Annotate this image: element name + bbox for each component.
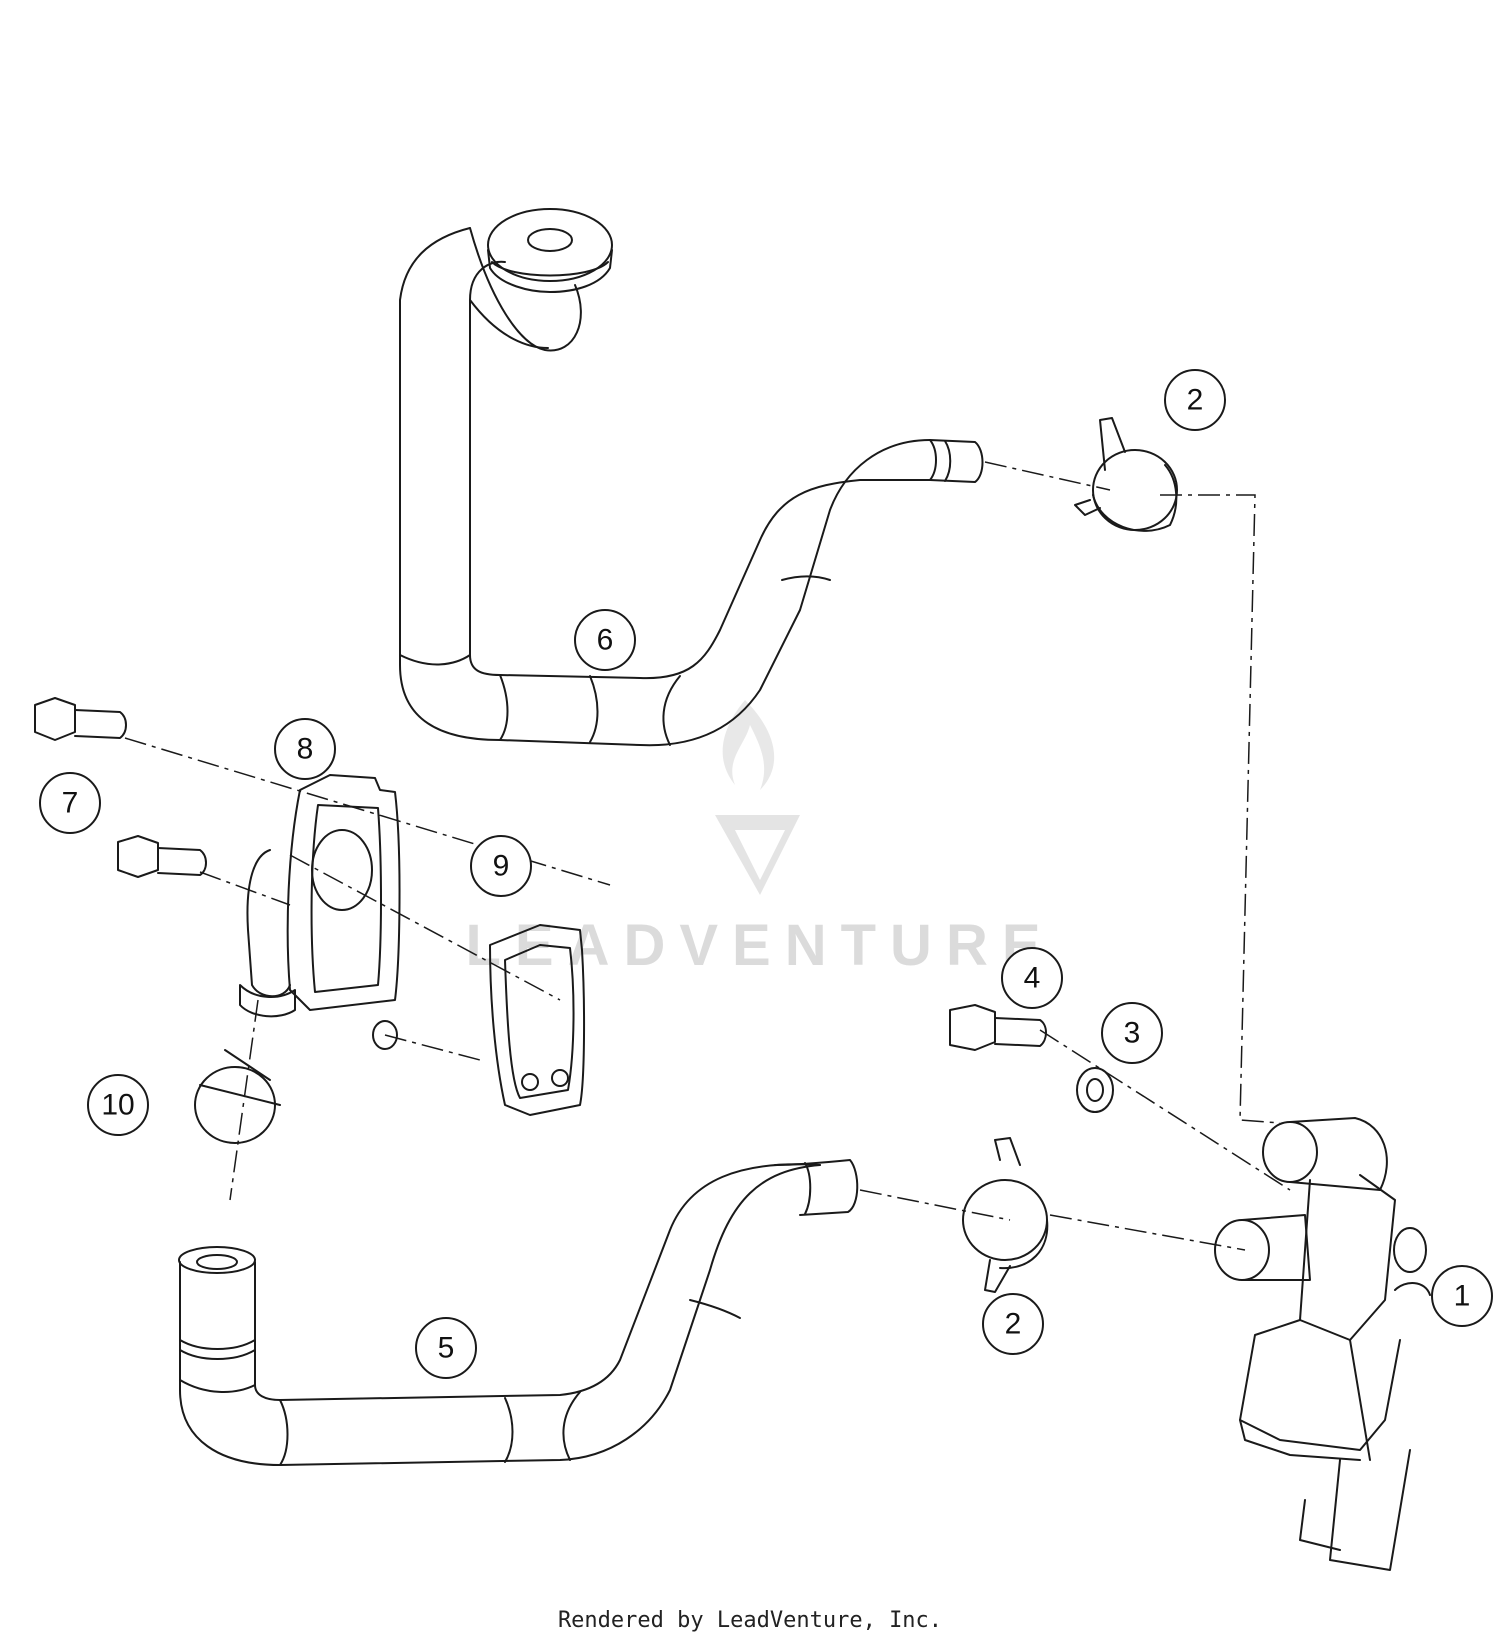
callout-2-top: 2 bbox=[1164, 369, 1226, 431]
reed-cover bbox=[489, 924, 586, 1116]
watermark-logo: LEADVENTURE bbox=[465, 700, 1054, 978]
callout-6: 6 bbox=[574, 609, 636, 671]
callout-6-label: 6 bbox=[597, 624, 614, 657]
callout-10-label: 10 bbox=[101, 1089, 134, 1122]
callout-3-label: 3 bbox=[1124, 1017, 1141, 1050]
left-bolts bbox=[34, 697, 207, 878]
callout-9-label: 9 bbox=[493, 850, 510, 883]
leader-lines bbox=[124, 461, 1291, 1251]
callout-1-label: 1 bbox=[1454, 1280, 1471, 1313]
callout-4: 4 bbox=[1001, 947, 1063, 1009]
callout-8-label: 8 bbox=[297, 733, 314, 766]
callout-2-bottom-label: 2 bbox=[1005, 1308, 1022, 1341]
upper-hose bbox=[399, 208, 984, 747]
callout-4-label: 4 bbox=[1024, 962, 1041, 995]
callout-5: 5 bbox=[415, 1317, 477, 1379]
top-clamp bbox=[1074, 417, 1178, 532]
air-valve bbox=[1214, 1117, 1431, 1571]
cable-tie bbox=[194, 1049, 281, 1144]
footer-credit: Rendered by LeadVenture, Inc. bbox=[557, 1608, 943, 1633]
callout-2-top-label: 2 bbox=[1187, 384, 1204, 417]
lower-hose bbox=[178, 1159, 859, 1466]
callout-8: 8 bbox=[274, 718, 336, 780]
watermark-text: LEADVENTURE bbox=[465, 913, 1054, 978]
reed-housing bbox=[239, 774, 401, 1050]
callout-10: 10 bbox=[87, 1074, 149, 1136]
callout-9: 9 bbox=[470, 835, 532, 897]
callout-1: 1 bbox=[1431, 1265, 1493, 1327]
callout-7-label: 7 bbox=[62, 787, 79, 820]
callout-5-label: 5 bbox=[438, 1332, 455, 1365]
callout-2-bottom: 2 bbox=[982, 1293, 1044, 1355]
callout-3: 3 bbox=[1101, 1002, 1163, 1064]
bottom-clamp bbox=[962, 1137, 1049, 1293]
callout-7: 7 bbox=[39, 772, 101, 834]
bolt-and-washer bbox=[949, 1004, 1114, 1113]
